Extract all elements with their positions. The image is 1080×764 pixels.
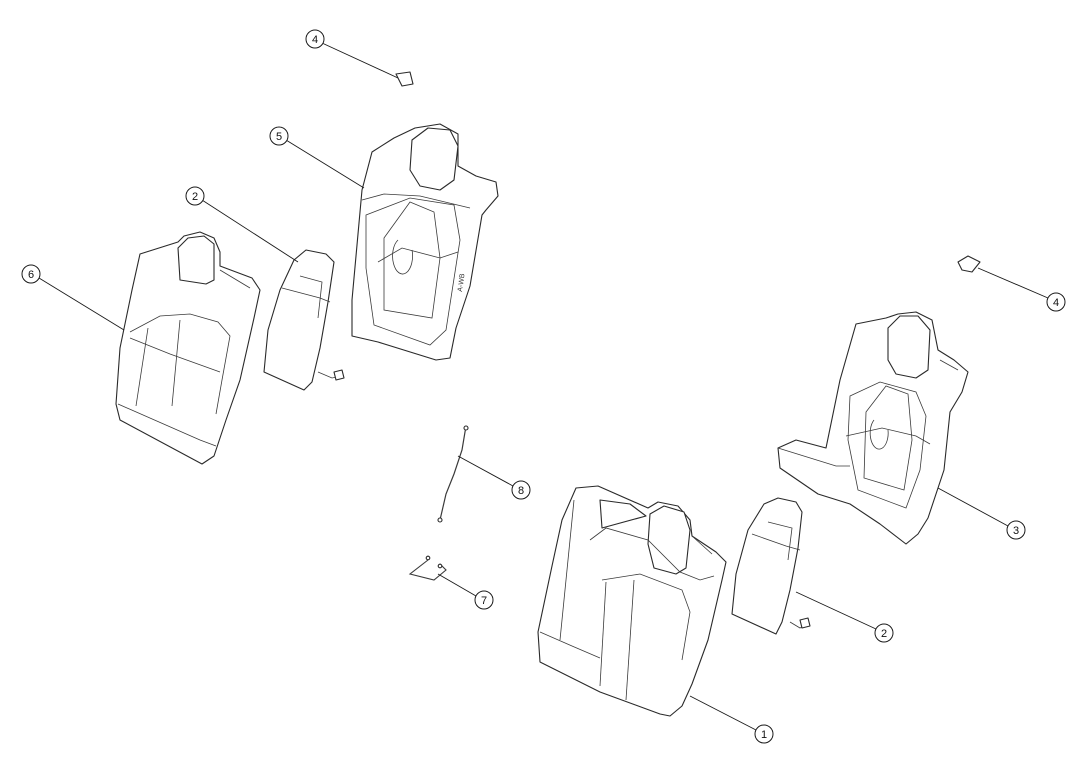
seat-back-frame-right <box>777 311 969 545</box>
svg-text:2: 2 <box>192 191 198 203</box>
callout-4-top: 4 <box>305 29 325 49</box>
guide-sleeve-right <box>957 255 981 273</box>
leader-lines <box>38 42 1049 731</box>
callout-7: 7 <box>474 590 494 610</box>
back-panel-left <box>263 249 345 391</box>
svg-text:3: 3 <box>1013 525 1019 537</box>
svg-text:4: 4 <box>1053 297 1059 309</box>
seat-back-cover-right <box>537 485 727 717</box>
svg-text:4: 4 <box>312 34 318 46</box>
callout-2-left: 2 <box>185 186 205 206</box>
back-panel-right <box>731 497 811 635</box>
svg-text:5: 5 <box>276 131 282 143</box>
seat-back-frame-left: A-WB <box>351 123 499 361</box>
svg-text:6: 6 <box>28 269 34 281</box>
callout-3: 3 <box>1006 520 1026 540</box>
callout-2-right: 2 <box>874 623 894 643</box>
svg-text:1: 1 <box>761 729 767 741</box>
callout-8: 8 <box>511 480 531 500</box>
frame-stamp: A-WB <box>457 273 467 292</box>
callout-4-right: 4 <box>1046 292 1066 312</box>
svg-text:2: 2 <box>881 628 887 640</box>
guide-sleeve-top <box>395 71 414 87</box>
callout-5: 5 <box>269 126 289 146</box>
svg-text:8: 8 <box>518 485 524 497</box>
callout-1: 1 <box>754 724 774 744</box>
svg-text:7: 7 <box>481 595 487 607</box>
rod-cable <box>437 425 469 523</box>
wire-bracket <box>408 555 447 581</box>
callout-6: 6 <box>21 264 41 284</box>
seat-back-cover-left <box>115 231 261 465</box>
